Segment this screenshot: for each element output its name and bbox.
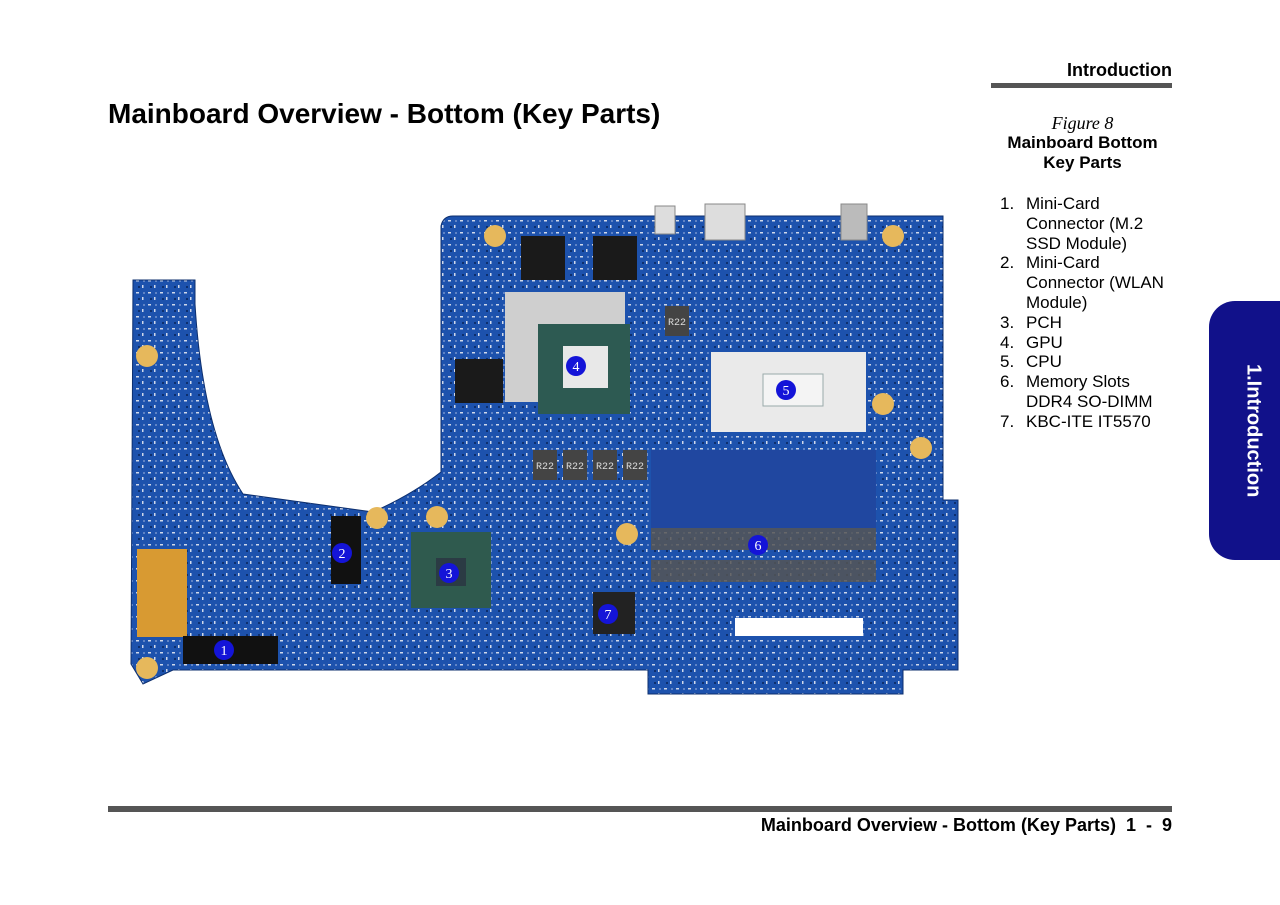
- marker-6: 6: [748, 535, 768, 555]
- list-item-text: KBC-ITE IT5570: [1026, 411, 1151, 431]
- marker-3: 3: [439, 563, 459, 583]
- mounting-hole: [426, 506, 448, 528]
- key-parts-list: 1. Mini-Card Connector (M.2 SSD Module) 2…: [1000, 194, 1175, 432]
- figure-title-line1: Mainboard Bottom: [1007, 133, 1158, 152]
- list-item: 7. KBC-ITE IT5570: [1000, 412, 1175, 432]
- list-item-text: GPU: [1026, 332, 1063, 352]
- marker-5-label: 5: [783, 384, 790, 399]
- list-item-number: 2.: [1000, 253, 1015, 273]
- audio-jack: [840, 203, 868, 241]
- list-item-number: 4.: [1000, 332, 1015, 352]
- footer-page-text: Mainboard Overview - Bottom (Key Parts) …: [760, 815, 1172, 835]
- list-item: 5. CPU: [1000, 352, 1175, 372]
- marker-3-label: 3: [446, 567, 453, 582]
- gddr-chip: [593, 236, 637, 280]
- header-rule: [991, 83, 1172, 88]
- mounting-hole: [484, 225, 506, 247]
- inductor: R22: [665, 306, 689, 336]
- inductor: R22: [563, 450, 587, 480]
- list-item: 6. Memory Slots DDR4 SO-DIMM: [1000, 372, 1175, 412]
- marker-7: 7: [598, 604, 618, 624]
- mounting-hole: [136, 657, 158, 679]
- list-item-number: 3.: [1000, 312, 1015, 332]
- list-item: 4. GPU: [1000, 333, 1175, 353]
- mounting-hole: [366, 507, 388, 529]
- m2-connector: [137, 549, 187, 637]
- figure-title-line2: Key Parts: [1043, 153, 1122, 172]
- inductor: R22: [533, 450, 557, 480]
- inductor: R22: [623, 450, 647, 480]
- list-item: 3. PCH: [1000, 313, 1175, 333]
- marker-5: 5: [776, 380, 796, 400]
- list-item-text: PCH: [1026, 312, 1062, 332]
- marker-4-label: 4: [573, 360, 580, 375]
- list-item-text: Mini-Card Connector (WLAN Module): [1026, 253, 1164, 312]
- list-item-text: CPU: [1026, 352, 1062, 372]
- chapter-side-tab-label: 1.Introduction: [1242, 363, 1265, 498]
- gddr-chip: [455, 359, 503, 403]
- usb-c-port: [654, 205, 676, 235]
- inductor-label: R22: [536, 462, 554, 473]
- marker-4: 4: [566, 356, 586, 376]
- chapter-side-tab[interactable]: [1209, 301, 1280, 560]
- mounting-hole: [136, 345, 158, 367]
- marker-2-label: 2: [339, 547, 346, 562]
- list-item-number: 1.: [1000, 194, 1015, 213]
- memory-slot-lower: [651, 560, 876, 582]
- marker-1: 1: [214, 640, 234, 660]
- marker-7-label: 7: [605, 608, 612, 623]
- gddr-chip: [521, 236, 565, 280]
- mounting-hole: [882, 225, 904, 247]
- inductor-label: R22: [626, 462, 644, 473]
- page-title: Mainboard Overview - Bottom (Key Parts): [108, 98, 661, 129]
- footer-rule: [108, 806, 1172, 812]
- list-item-text: Mini-Card Connector (M.2 SSD Module): [1026, 194, 1144, 253]
- list-item: 1. Mini-Card Connector (M.2 SSD Module): [1000, 194, 1175, 253]
- marker-2: 2: [332, 543, 352, 563]
- memory-slot-upper: [651, 450, 876, 528]
- figure-number: Figure 8: [1051, 113, 1114, 133]
- marker-6-label: 6: [755, 539, 762, 554]
- mounting-hole: [910, 437, 932, 459]
- list-item-number: 6.: [1000, 372, 1015, 392]
- hdmi-port: [704, 203, 746, 241]
- inductor-label: R22: [566, 462, 584, 473]
- marker-1-label: 1: [221, 644, 228, 659]
- inductor-label: R22: [596, 462, 614, 473]
- inductor-label: R22: [668, 318, 686, 329]
- list-item-text: Memory Slots DDR4 SO-DIMM: [1026, 372, 1153, 411]
- mainboard-photo: R22 R22 R22 R22 R22 1 2 3 4 5 6 7: [130, 203, 959, 695]
- figure-caption: Figure 8 Mainboard Bottom Key Parts: [992, 113, 1173, 173]
- mounting-hole: [616, 523, 638, 545]
- list-item-number: 7.: [1000, 411, 1015, 431]
- mounting-hole: [872, 393, 894, 415]
- header-section-title: Introduction: [1067, 60, 1172, 80]
- list-item: 2. Mini-Card Connector (WLAN Module): [1000, 253, 1175, 312]
- inductor: R22: [593, 450, 617, 480]
- list-item-number: 5.: [1000, 352, 1015, 372]
- serial-label: [735, 618, 863, 636]
